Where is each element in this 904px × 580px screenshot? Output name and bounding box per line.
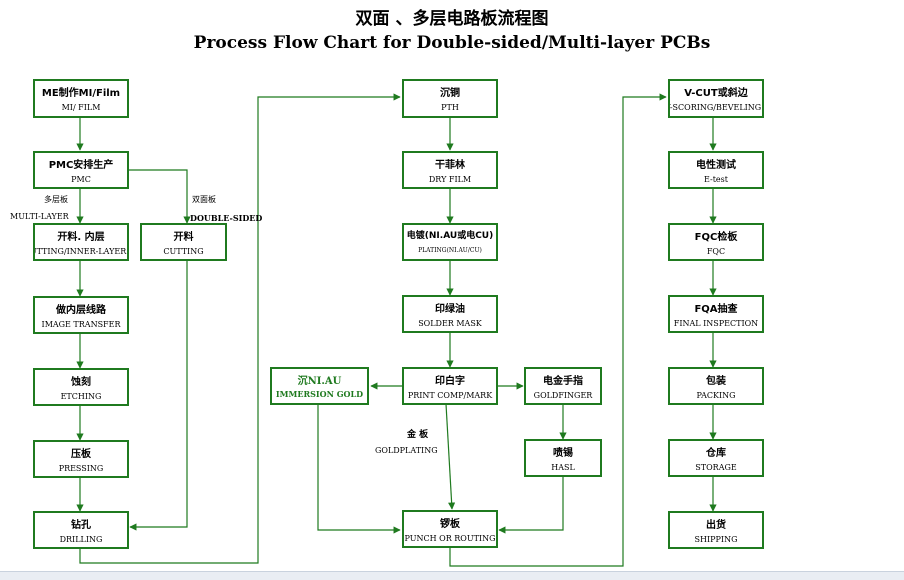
bottom-scroll-strip: [0, 571, 904, 580]
box-drilling-cn: 钻孔: [71, 520, 91, 531]
label-gold-plating-en: GOLDPLATING: [375, 446, 438, 455]
box-solder-mask: 印绿油 SOLDER MASK: [402, 295, 498, 333]
box-inner-layer-en: CUTTING/INNER-LAYER: [33, 247, 127, 256]
box-vcut-en: V-SCORING/BEVELING: [668, 103, 762, 112]
box-fqa-cn: FQA抽查: [694, 304, 738, 315]
box-cutting-cn: 开料: [173, 232, 194, 243]
box-shipping: 出货 SHIPPING: [668, 511, 764, 549]
box-punch-routing-en: PUNCH OR ROUTING: [404, 534, 496, 543]
box-etching-cn: 蚀刻: [71, 377, 91, 388]
label-multi-layer-en: MULTI-LAYER: [10, 212, 69, 221]
box-goldfinger: 电金手指 GOLDFINGER: [524, 367, 602, 405]
box-pth-en: PTH: [441, 103, 459, 112]
box-dry-film-en: DRY FILM: [428, 175, 472, 184]
box-image-transfer: 做内层线路 IMAGE TRANSFER: [33, 296, 129, 334]
box-print-comp-en: PRINT COMP/MARK: [407, 391, 493, 400]
box-packing-cn: 包装: [706, 376, 726, 387]
box-pth-cn: 沉铜: [440, 88, 460, 99]
box-print-comp-cn: 印白字: [435, 376, 465, 387]
box-cutting: 开料 CUTTING: [140, 223, 227, 261]
box-fqa-en: FINAL INSPECTION: [673, 319, 759, 328]
title-chinese: 双面 、多层电路板流程图: [355, 9, 549, 29]
box-plating-cn: 电镀(NI.AU或电CU): [406, 231, 494, 241]
box-hasl-en: HASL: [551, 463, 575, 472]
box-vcut: V-CUT或斜边 V-SCORING/BEVELING: [668, 79, 764, 118]
box-storage: 仓库 STORAGE: [668, 439, 764, 477]
box-immersion-gold-cn: 沉NI.AU: [297, 376, 342, 387]
box-image-transfer-cn: 做内层线路: [56, 305, 106, 316]
box-storage-cn: 仓库: [706, 448, 726, 459]
label-gold-plating-cn: 金 板: [407, 430, 429, 440]
box-solder-mask-cn: 印绿油: [435, 304, 465, 315]
box-pressing-en: PRESSING: [58, 464, 104, 473]
box-goldfinger-en: GOLDFINGER: [533, 391, 593, 400]
box-pth: 沉铜 PTH: [402, 79, 498, 118]
box-etest-cn: 电性测试: [696, 160, 736, 171]
box-storage-en: STORAGE: [695, 463, 737, 472]
box-hasl: 喷锡 HASL: [524, 439, 602, 477]
box-dry-film-cn: 干菲林: [435, 160, 465, 171]
box-etest: 电性测试 E-test: [668, 151, 764, 189]
box-immersion-gold: 沉NI.AU IMMERSION GOLD: [270, 367, 369, 405]
box-me-film-cn: ME制作MI/Film: [41, 88, 121, 99]
box-punch-routing: 锣板 PUNCH OR ROUTING: [402, 510, 498, 548]
box-punch-routing-cn: 锣板: [440, 519, 460, 530]
box-inner-layer: 开料. 内层 CUTTING/INNER-LAYER: [33, 223, 129, 261]
box-me-film-en: MI/ FILM: [61, 103, 101, 112]
box-me-film: ME制作MI/Film MI/ FILM: [33, 79, 129, 118]
box-plating: 电镀(NI.AU或电CU) PLATING(NI.AU/CU): [402, 223, 498, 261]
box-hasl-cn: 喷锡: [553, 448, 573, 459]
box-fqa: FQA抽查 FINAL INSPECTION: [668, 295, 764, 333]
box-plating-en: PLATING(NI.AU/CU): [418, 247, 482, 254]
box-etching-en: ETCHING: [60, 392, 102, 401]
box-drilling-en: DRILLING: [59, 535, 103, 544]
box-etching: 蚀刻 ETCHING: [33, 368, 129, 406]
box-drilling: 钻孔 DRILLING: [33, 511, 129, 549]
box-fqc-cn: FQC检板: [694, 232, 738, 243]
box-inner-layer-cn: 开料. 内层: [57, 232, 105, 243]
box-packing: 包装 PACKING: [668, 367, 764, 405]
box-fqc-en: FQC: [706, 247, 726, 256]
box-pmc-cn: PMC安排生产: [48, 160, 114, 171]
box-etest-en: E-test: [704, 175, 728, 184]
box-cutting-en: CUTTING: [163, 247, 204, 256]
box-shipping-en: SHIPPING: [694, 535, 738, 544]
box-pressing-cn: 压板: [71, 449, 91, 460]
box-shipping-cn: 出货: [706, 520, 726, 531]
box-goldfinger-cn: 电金手指: [543, 376, 583, 387]
box-solder-mask-en: SOLDER MASK: [418, 319, 482, 328]
box-immersion-gold-en: IMMERSION GOLD: [275, 389, 364, 399]
label-double-sided-cn: 双面板: [192, 195, 216, 204]
box-vcut-cn: V-CUT或斜边: [684, 88, 748, 99]
box-print-comp: 印白字 PRINT COMP/MARK: [402, 367, 498, 405]
box-pmc-en: PMC: [71, 175, 91, 184]
box-fqc: FQC检板 FQC: [668, 223, 764, 261]
box-packing-en: PACKING: [696, 391, 736, 400]
box-pressing: 压板 PRESSING: [33, 440, 129, 478]
box-pmc: PMC安排生产 PMC: [33, 151, 129, 189]
box-dry-film: 干菲林 DRY FILM: [402, 151, 498, 189]
box-image-transfer-en: IMAGE TRANSFER: [41, 320, 121, 329]
label-multi-layer-cn: 多层板: [44, 195, 68, 204]
label-double-sided-en: DOUBLE-SIDED: [190, 213, 263, 223]
title-english: Process Flow Chart for Double-sided/Mult…: [193, 33, 711, 53]
